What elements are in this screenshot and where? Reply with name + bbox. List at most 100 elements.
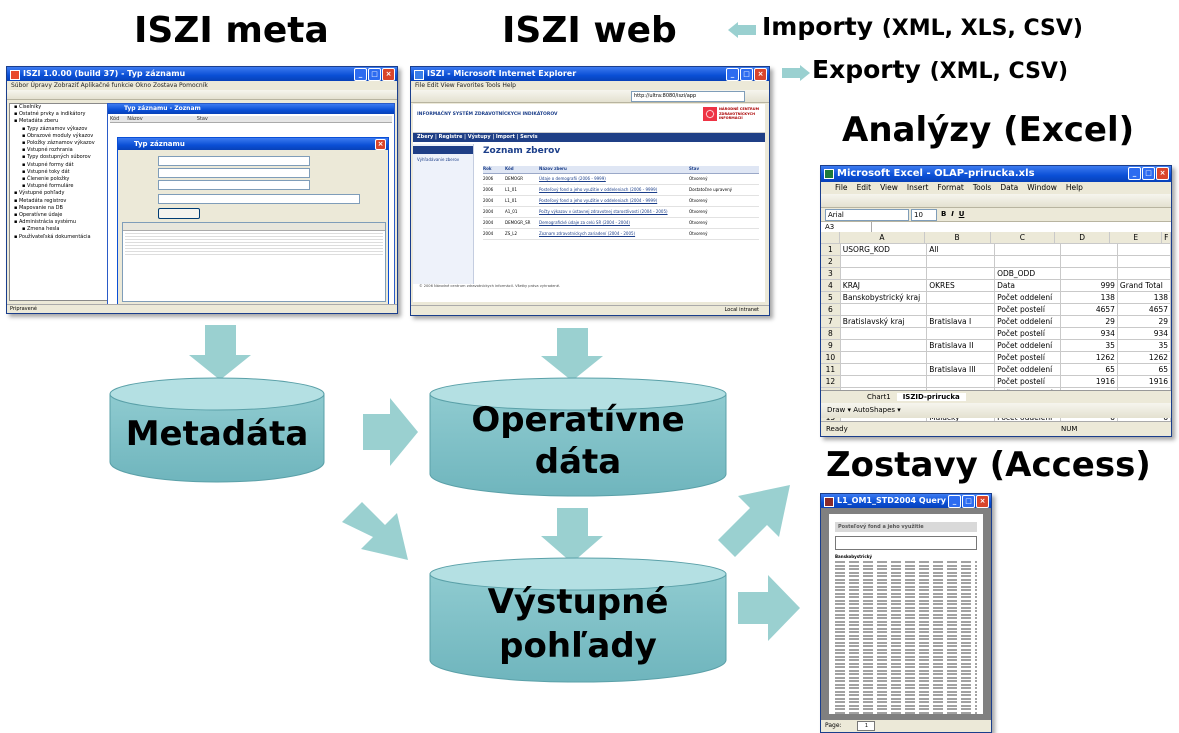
minimize-icon[interactable]: _ [1128,167,1141,180]
minimize-icon[interactable]: _ [948,495,961,508]
name-box[interactable]: A3 [823,222,872,232]
maximize-icon[interactable]: □ [962,495,975,508]
close-icon[interactable]: × [1156,167,1169,180]
tree-item[interactable]: ▪ Položky záznamov výkazov [22,140,95,147]
meta-tree[interactable]: ▪ Číselníky▪ Ostatné prvky a indikátory▪… [9,103,109,301]
iszi-meta-window[interactable]: ISZI 1.0.00 (build 37) - Typ záznamu _□×… [6,66,398,314]
web-titlebar[interactable]: ISZI - Microsoft Internet Explorer _□× [411,67,769,81]
font-select[interactable]: Arial [825,209,909,221]
excel-menu-item[interactable]: Format [937,183,964,192]
meta-toolbar[interactable] [7,90,397,100]
access-report-page[interactable]: Posteľový fond a jeho využitie Banskobys… [829,514,983,714]
web-nav[interactable]: Zbery | Registre | Výstupy | Import | Se… [413,133,765,142]
close-icon[interactable]: × [976,495,989,508]
tree-item[interactable]: ▪ Vstupné toky dát [22,168,70,175]
access-nav[interactable]: Page: 1 [821,720,991,732]
minimize-icon[interactable]: _ [726,68,739,81]
web-address-field[interactable]: http://ultra:8080/iszi/app [631,91,745,102]
close-icon[interactable]: × [754,68,767,81]
maximize-icon[interactable]: □ [1142,167,1155,180]
excel-menu-item[interactable]: Insert [906,183,929,192]
web-side-item[interactable]: Výhľadávanie zberov [417,157,460,162]
tree-item[interactable]: ▪ Operatívne údaje [14,212,63,219]
report-row [835,680,977,682]
access-window[interactable]: L1_OM1_STD2004 Query _□× Posteľový fond … [820,493,992,733]
tree-item[interactable]: ▪ Mapovanie na DB [14,204,63,211]
web-menubar[interactable]: File Edit View Favorites Tools Help [415,82,516,89]
tree-item[interactable]: ▪ Vstupné formy dát [22,161,74,168]
sheet-tabs[interactable]: Chart1 ISZID-prirucka [821,390,1171,403]
meta-dialog[interactable]: Typ záznamu × [117,137,389,307]
excel-menu-item[interactable]: Tools [972,183,992,192]
excel-titlebar[interactable]: Microsoft Excel - OLAP-prirucka.xls _□× [821,166,1171,182]
excel-menubar[interactable]: File Edit View Insert Format Tools Data Window H… [821,182,1171,194]
minimize-icon[interactable]: _ [354,68,367,81]
excel-menu-item[interactable]: Edit [856,183,872,192]
excel-window[interactable]: Microsoft Excel - OLAP-prirucka.xls _□× … [820,165,1172,437]
excel-menu-item[interactable]: View [880,183,898,192]
sheet-tab[interactable]: ISZID-prirucka [896,393,966,401]
dialog-close-icon[interactable]: × [375,139,386,150]
tree-item[interactable]: ▪ Ostatné prvky a indikátory [14,111,86,118]
tree-item[interactable]: ▪ Vstupné formuláre [22,183,74,190]
excel-row[interactable]: 2 [821,256,1171,268]
tree-item[interactable]: ▪ Administrácia systému [14,219,77,226]
access-titlebar[interactable]: L1_OM1_STD2004 Query _□× [821,494,991,508]
tree-item[interactable]: ▪ Typy dostupných súborov [22,154,91,161]
sheet-tab[interactable]: Chart1 [867,393,891,401]
excel-format-bar[interactable]: Arial 10 B I U [821,208,1171,222]
excel-menu-item[interactable]: Window [1027,183,1057,192]
draw-toolbar[interactable]: Draw ▾ AutoShapes ▾ [821,403,1171,418]
close-icon[interactable]: × [382,68,395,81]
tree-item[interactable]: ▪ Používateľská dokumentácia [14,233,91,240]
excel-toolbar[interactable] [821,194,1171,208]
tree-item[interactable]: ▪ Členenie položky [22,176,70,183]
tree-item[interactable]: ▪ Vstupné rozhrania [22,147,73,154]
web-page[interactable]: INFORMAČNÝ SYSTÉM ZDRAVOTNÍCKYCH INDIKÁT… [413,104,765,302]
font-size-select[interactable]: 10 [911,209,937,221]
meta-menubar[interactable]: Súbor Úpravy Zobraziť Aplikačné funkcie … [11,82,208,89]
tree-item[interactable]: ▪ Metadáta registrov [14,197,67,204]
report-row [835,564,977,567]
report-row [835,690,977,693]
excel-menu-item[interactable]: File [835,183,848,192]
excel-statusbar: Ready NUM [821,421,1171,436]
tree-item[interactable]: ▪ Číselníky [14,104,42,110]
meta-titlebar[interactable]: ISZI 1.0.00 (build 37) - Typ záznamu _□× [7,67,397,81]
maximize-icon[interactable]: □ [740,68,753,81]
tree-item[interactable]: ▪ Typy záznamov výkazov [22,125,88,132]
excel-menu-item[interactable]: Data [1000,183,1019,192]
web-statusbar: Local intranet [411,305,769,315]
maximize-icon[interactable]: □ [368,68,381,81]
web-toolbar[interactable]: http://ultra:8080/iszi/app [411,90,769,103]
report-row [835,606,977,609]
iszi-web-window[interactable]: ISZI - Microsoft Internet Explorer _□× F… [410,66,770,316]
report-row [835,582,977,584]
tree-item[interactable]: ▪ Výstupné pohľady [14,190,65,197]
web-page-heading: Zoznam zberov [483,146,561,156]
report-row [835,578,977,581]
tree-item[interactable]: ▪ Metadáta zberu [14,118,59,125]
tree-item[interactable]: ▪ Obrazové moduly výkazov [22,132,94,139]
excel-menu-item[interactable]: Help [1065,183,1083,192]
tree-item[interactable]: ▪ Zmena hesla [22,226,60,233]
